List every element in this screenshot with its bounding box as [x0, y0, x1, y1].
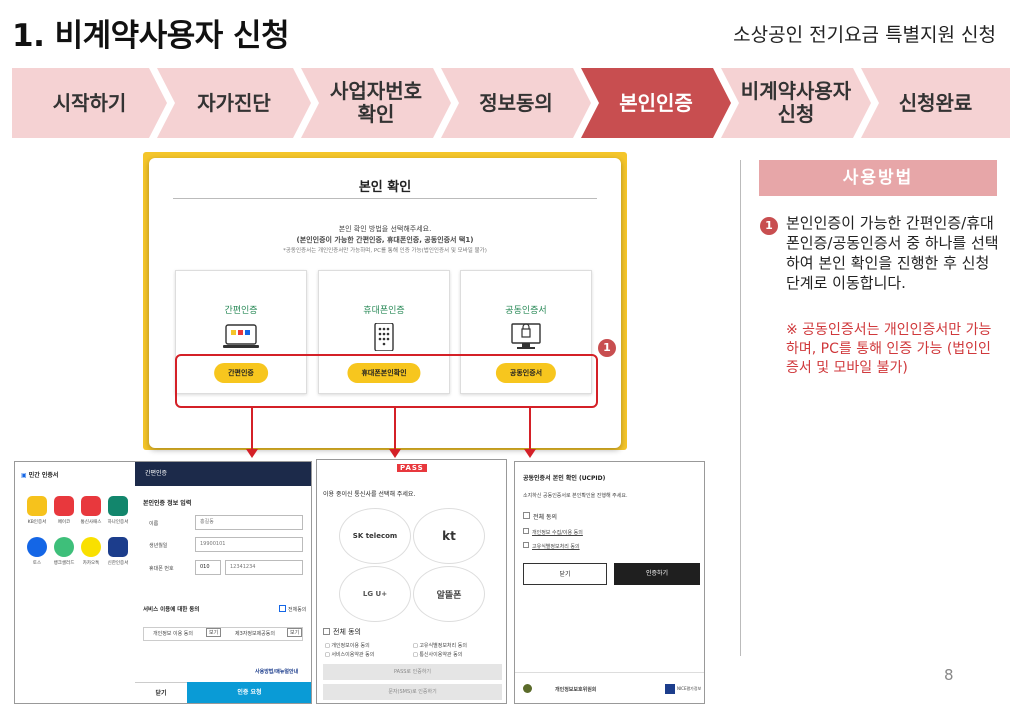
agree-checkbox[interactable] — [523, 528, 529, 534]
arrow-line — [394, 408, 396, 450]
agree-all-checkbox[interactable] — [279, 605, 286, 612]
payco-app-icon[interactable] — [54, 496, 74, 516]
agree-all-checkbox[interactable] — [323, 628, 330, 635]
card-joint-certificate[interactable]: 공동인증서 공동인증서 — [460, 270, 592, 394]
birthdate-input[interactable]: 19900101 — [195, 537, 303, 552]
pass-logo: PASS — [397, 464, 427, 472]
simple-auth-icon — [223, 324, 259, 348]
howto-body: 본인인증이 가능한 간편인증/휴대폰인증/공동인증서 중 하나를 선택하여 본인… — [786, 214, 999, 292]
kakao-app-icon[interactable] — [81, 537, 101, 557]
sms-auth-button[interactable]: 문자(SMS)로 인증하기 — [323, 684, 502, 700]
howto-heading: 사용방법 — [759, 160, 997, 196]
vertical-divider — [740, 160, 741, 656]
view-button[interactable]: 보기 — [287, 628, 303, 637]
phone-number-input[interactable]: 12341234 — [225, 560, 303, 575]
pass-auth-button[interactable]: PASS로 인증하기 — [323, 664, 502, 680]
page-title: 1. 비계약사용자 신청 — [12, 18, 290, 54]
step-self-diagnosis: 자가진단 — [157, 68, 311, 138]
cert-list-icon: ▣ — [21, 472, 27, 479]
page-number: 8 — [944, 666, 954, 684]
kb-app-icon[interactable] — [27, 496, 47, 516]
arrow-line — [251, 408, 253, 450]
screenshot-ucpid: 공동인증서 본인 확인 (UCPID) 소지하신 공동인증서로 본인확인을 진행… — [514, 461, 705, 704]
step-complete: 신청완료 — [861, 68, 1010, 138]
arrow-down-icon — [246, 449, 258, 458]
arrow-down-icon — [524, 449, 536, 458]
carrier-lgu[interactable]: LG U+ — [339, 566, 411, 622]
howto-note: ※ 공동인증서는 개인인증서만 가능하며, PC를 통해 인증 가능 (법인인증… — [786, 322, 992, 376]
privacy-logo-icon — [523, 684, 532, 693]
cert-panel: 본인 확인 본인 확인 방법을 선택해주세요. (본인인증이 가능한 간편인증,… — [149, 158, 621, 448]
step-non-contract-apply: 비계약사용자 신청 — [721, 68, 871, 138]
step-badge: 1 — [598, 339, 616, 357]
certificate-monitor-icon — [511, 323, 541, 349]
hana-app-icon[interactable] — [108, 496, 128, 516]
phone-keypad-icon — [374, 323, 394, 351]
cert-instructions: 본인 확인 방법을 선택해주세요. (본인인증이 가능한 간편인증, 휴대폰인증… — [283, 225, 487, 254]
private-cert-list: ▣ 민간 인증서 KB인증서 페이코 통신사패스 하나인증서 토스 뱅크샐러드 … — [15, 462, 135, 703]
carrier-kt[interactable]: kt — [413, 508, 485, 564]
card-simple-auth[interactable]: 간편인증 간편인증 — [175, 270, 307, 394]
phone-auth-button[interactable]: 휴대폰본인확인 — [347, 363, 421, 383]
agree-box — [143, 627, 303, 641]
agree-checkbox[interactable] — [523, 542, 529, 548]
phone-prefix-select[interactable]: 010 — [195, 560, 221, 575]
auth-button[interactable]: 인증하기 — [614, 563, 700, 585]
arrow-line — [529, 408, 531, 450]
banksalad-app-icon[interactable] — [54, 537, 74, 557]
page-subtitle: 소상공인 전기요금 특별지원 신청 — [733, 24, 996, 46]
howto-badge: 1 — [760, 217, 778, 235]
private-cert-title: ▣ 민간 인증서 — [21, 472, 59, 479]
step-identity-verification: 본인인증 — [581, 68, 731, 138]
simple-auth-form: 간편인증 본인인증 정보 입력 이름 홍길동 생년월일 19900101 휴대폰… — [135, 462, 311, 703]
view-button[interactable]: 보기 — [206, 628, 222, 637]
process-steps: 시작하기 자가진단 사업자번호 확인 정보동의 본인인증 비계약사용자 신청 신… — [12, 68, 1010, 138]
carrier-mvno[interactable]: 알뜰폰 — [413, 566, 485, 622]
card-phone-auth[interactable]: 휴대폰인증 휴대폰본인확인 — [318, 270, 450, 394]
step-consent: 정보동의 — [441, 68, 591, 138]
name-input[interactable]: 홍길동 — [195, 515, 303, 530]
joint-certificate-button[interactable]: 공동인증서 — [495, 363, 557, 383]
divider — [515, 672, 704, 673]
close-button[interactable]: 닫기 — [135, 682, 187, 703]
simple-auth-button[interactable]: 간편인증 — [214, 363, 268, 383]
screenshot-simple-auth: ▣ 민간 인증서 KB인증서 페이코 통신사패스 하나인증서 토스 뱅크샐러드 … — [14, 461, 312, 704]
step-business-number: 사업자번호 확인 — [301, 68, 451, 138]
close-button[interactable]: 닫기 — [523, 563, 607, 585]
nice-logo-icon — [665, 684, 675, 694]
step-start: 시작하기 — [12, 68, 167, 138]
agree-all-checkbox[interactable] — [523, 512, 530, 519]
pass-app-icon[interactable] — [81, 496, 101, 516]
carrier-skt[interactable]: SK telecom — [339, 508, 411, 564]
help-link[interactable]: 사용방법/매뉴얼안내 — [255, 669, 299, 675]
shinhan-app-icon[interactable] — [108, 537, 128, 557]
screenshot-pass-auth: PASS 이용 중이신 통신사를 선택해 주세요. SK telecom kt … — [316, 459, 507, 704]
divider — [173, 198, 597, 199]
arrow-down-icon — [389, 449, 401, 458]
toss-app-icon[interactable] — [27, 537, 47, 557]
simple-auth-header: 간편인증 — [135, 462, 311, 486]
highlight-box — [175, 354, 598, 408]
request-auth-button[interactable]: 인증 요청 — [187, 682, 311, 703]
cert-panel-title: 본인 확인 — [358, 180, 412, 195]
